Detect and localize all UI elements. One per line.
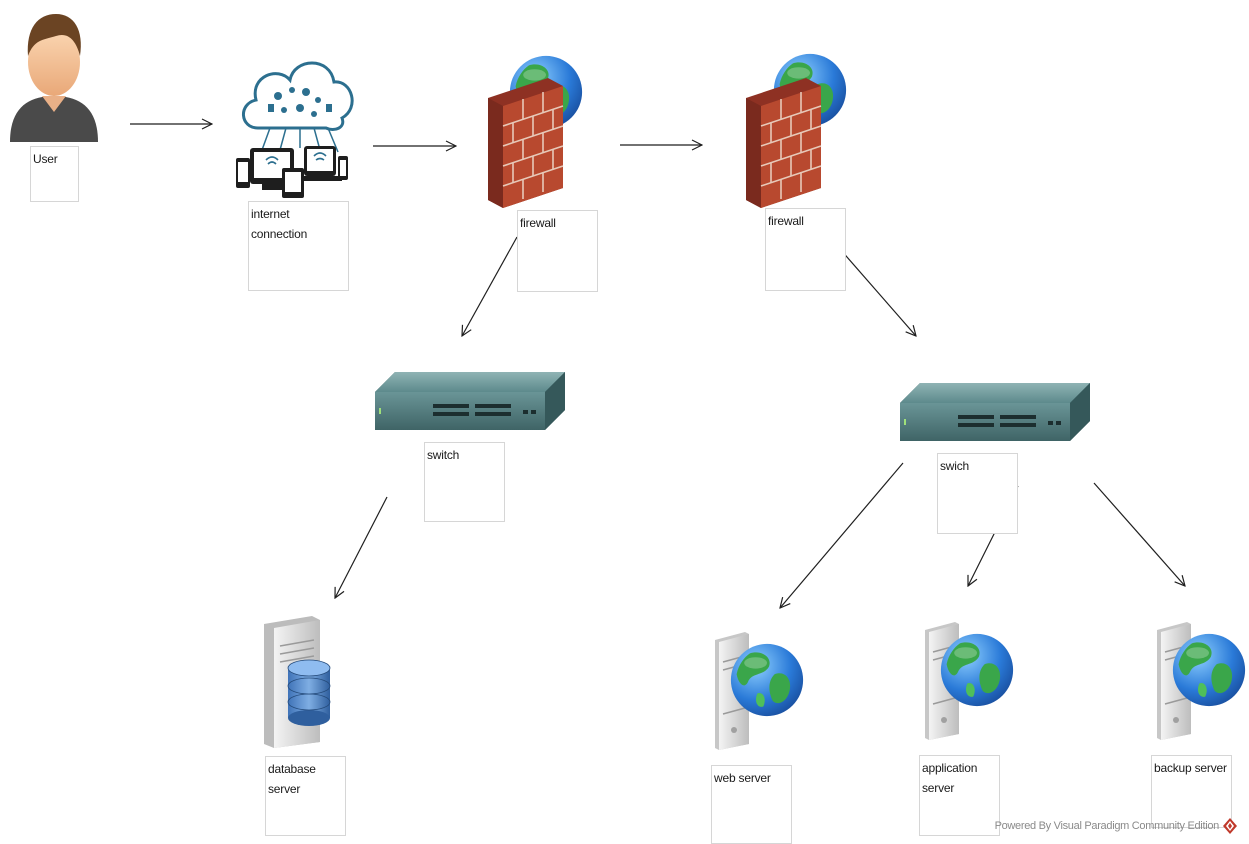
firewall-label: firewall bbox=[517, 210, 598, 292]
user-label: User bbox=[30, 146, 79, 202]
web-server-globe-icon bbox=[925, 622, 1013, 740]
application-server-label: application server bbox=[919, 755, 1000, 836]
arrow-switch-database bbox=[335, 496, 388, 598]
database-server-icon bbox=[264, 616, 331, 748]
backup-server-label: backup server bbox=[1151, 755, 1232, 828]
user-icon bbox=[10, 14, 98, 142]
arrow-switch-backup bbox=[1093, 482, 1185, 586]
web-server-globe-icon bbox=[715, 632, 803, 750]
firewall-globe-icon bbox=[745, 53, 847, 209]
powered-by-footer: Powered By Visual Paradigm Community Edi… bbox=[995, 818, 1237, 834]
web-server-globe-icon bbox=[1157, 622, 1245, 740]
arrow-switch-web bbox=[780, 462, 904, 608]
footer-text: Powered By Visual Paradigm Community Edi… bbox=[994, 820, 1220, 832]
switch-label: switch bbox=[424, 442, 505, 522]
switch-label-2: swich bbox=[937, 453, 1018, 534]
cloud-devices-icon bbox=[236, 61, 354, 198]
internet-connection-label: internet connection bbox=[248, 201, 349, 291]
network-switch-icon bbox=[900, 383, 1090, 441]
visual-paradigm-logo-icon bbox=[1223, 818, 1237, 834]
arrow-firewall-switch bbox=[462, 236, 518, 336]
network-switch-icon bbox=[375, 372, 565, 430]
web-server-label: web server bbox=[711, 765, 792, 844]
firewall-globe-icon bbox=[487, 55, 583, 209]
firewall-label-2: firewall bbox=[765, 208, 846, 291]
database-server-label: database server bbox=[265, 756, 346, 836]
